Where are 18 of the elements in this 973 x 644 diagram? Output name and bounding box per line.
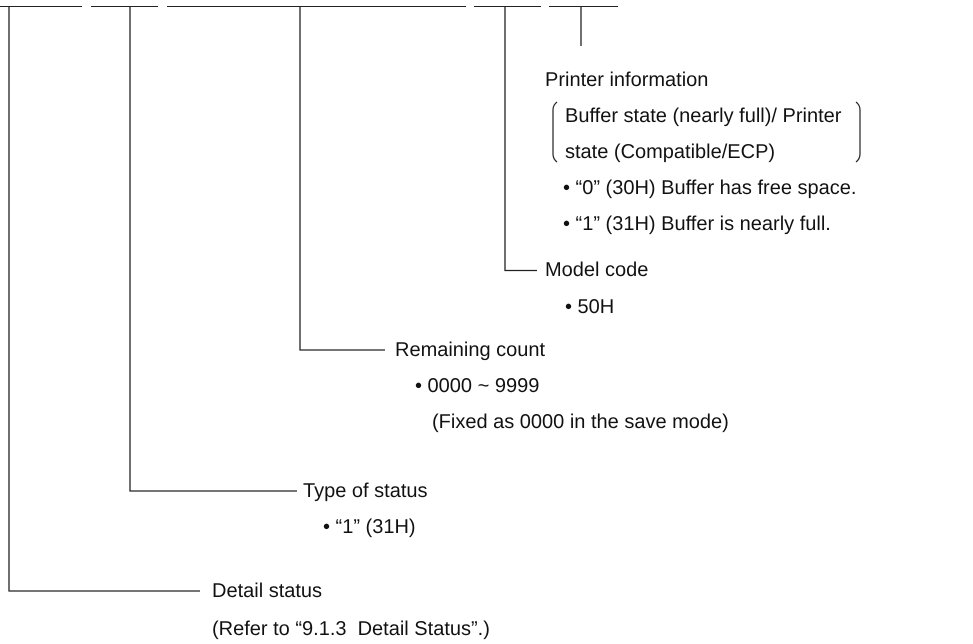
bullet-item: • “1” (31H) xyxy=(323,515,416,540)
leader-line xyxy=(129,7,297,492)
description: Buffer state (nearly full)/ Printer state (Compatible/ECP) xyxy=(565,104,842,165)
bullet-item: • 50H xyxy=(565,295,614,320)
field-name: Remaining count xyxy=(395,338,546,363)
field-name: Model code xyxy=(545,258,648,283)
bullet-item: • “0” (30H) Buffer has free space. xyxy=(563,176,856,201)
field-name: Detail status xyxy=(212,579,322,604)
leader-line xyxy=(299,7,385,351)
note: (Fixed as 0000 in the save mode) xyxy=(432,410,729,435)
bullet-item: • “1” (31H) Buffer is nearly full. xyxy=(563,212,831,237)
field-name: Type of status xyxy=(303,479,428,504)
leader-line xyxy=(8,7,200,592)
note: (Refer to “9.1.3 Detail Status”.) xyxy=(212,617,490,642)
leader-line xyxy=(580,7,582,47)
field-name: Printer information xyxy=(545,68,708,93)
bullet-item: • 0000 ~ 9999 xyxy=(415,374,540,399)
leader-line xyxy=(504,7,537,272)
